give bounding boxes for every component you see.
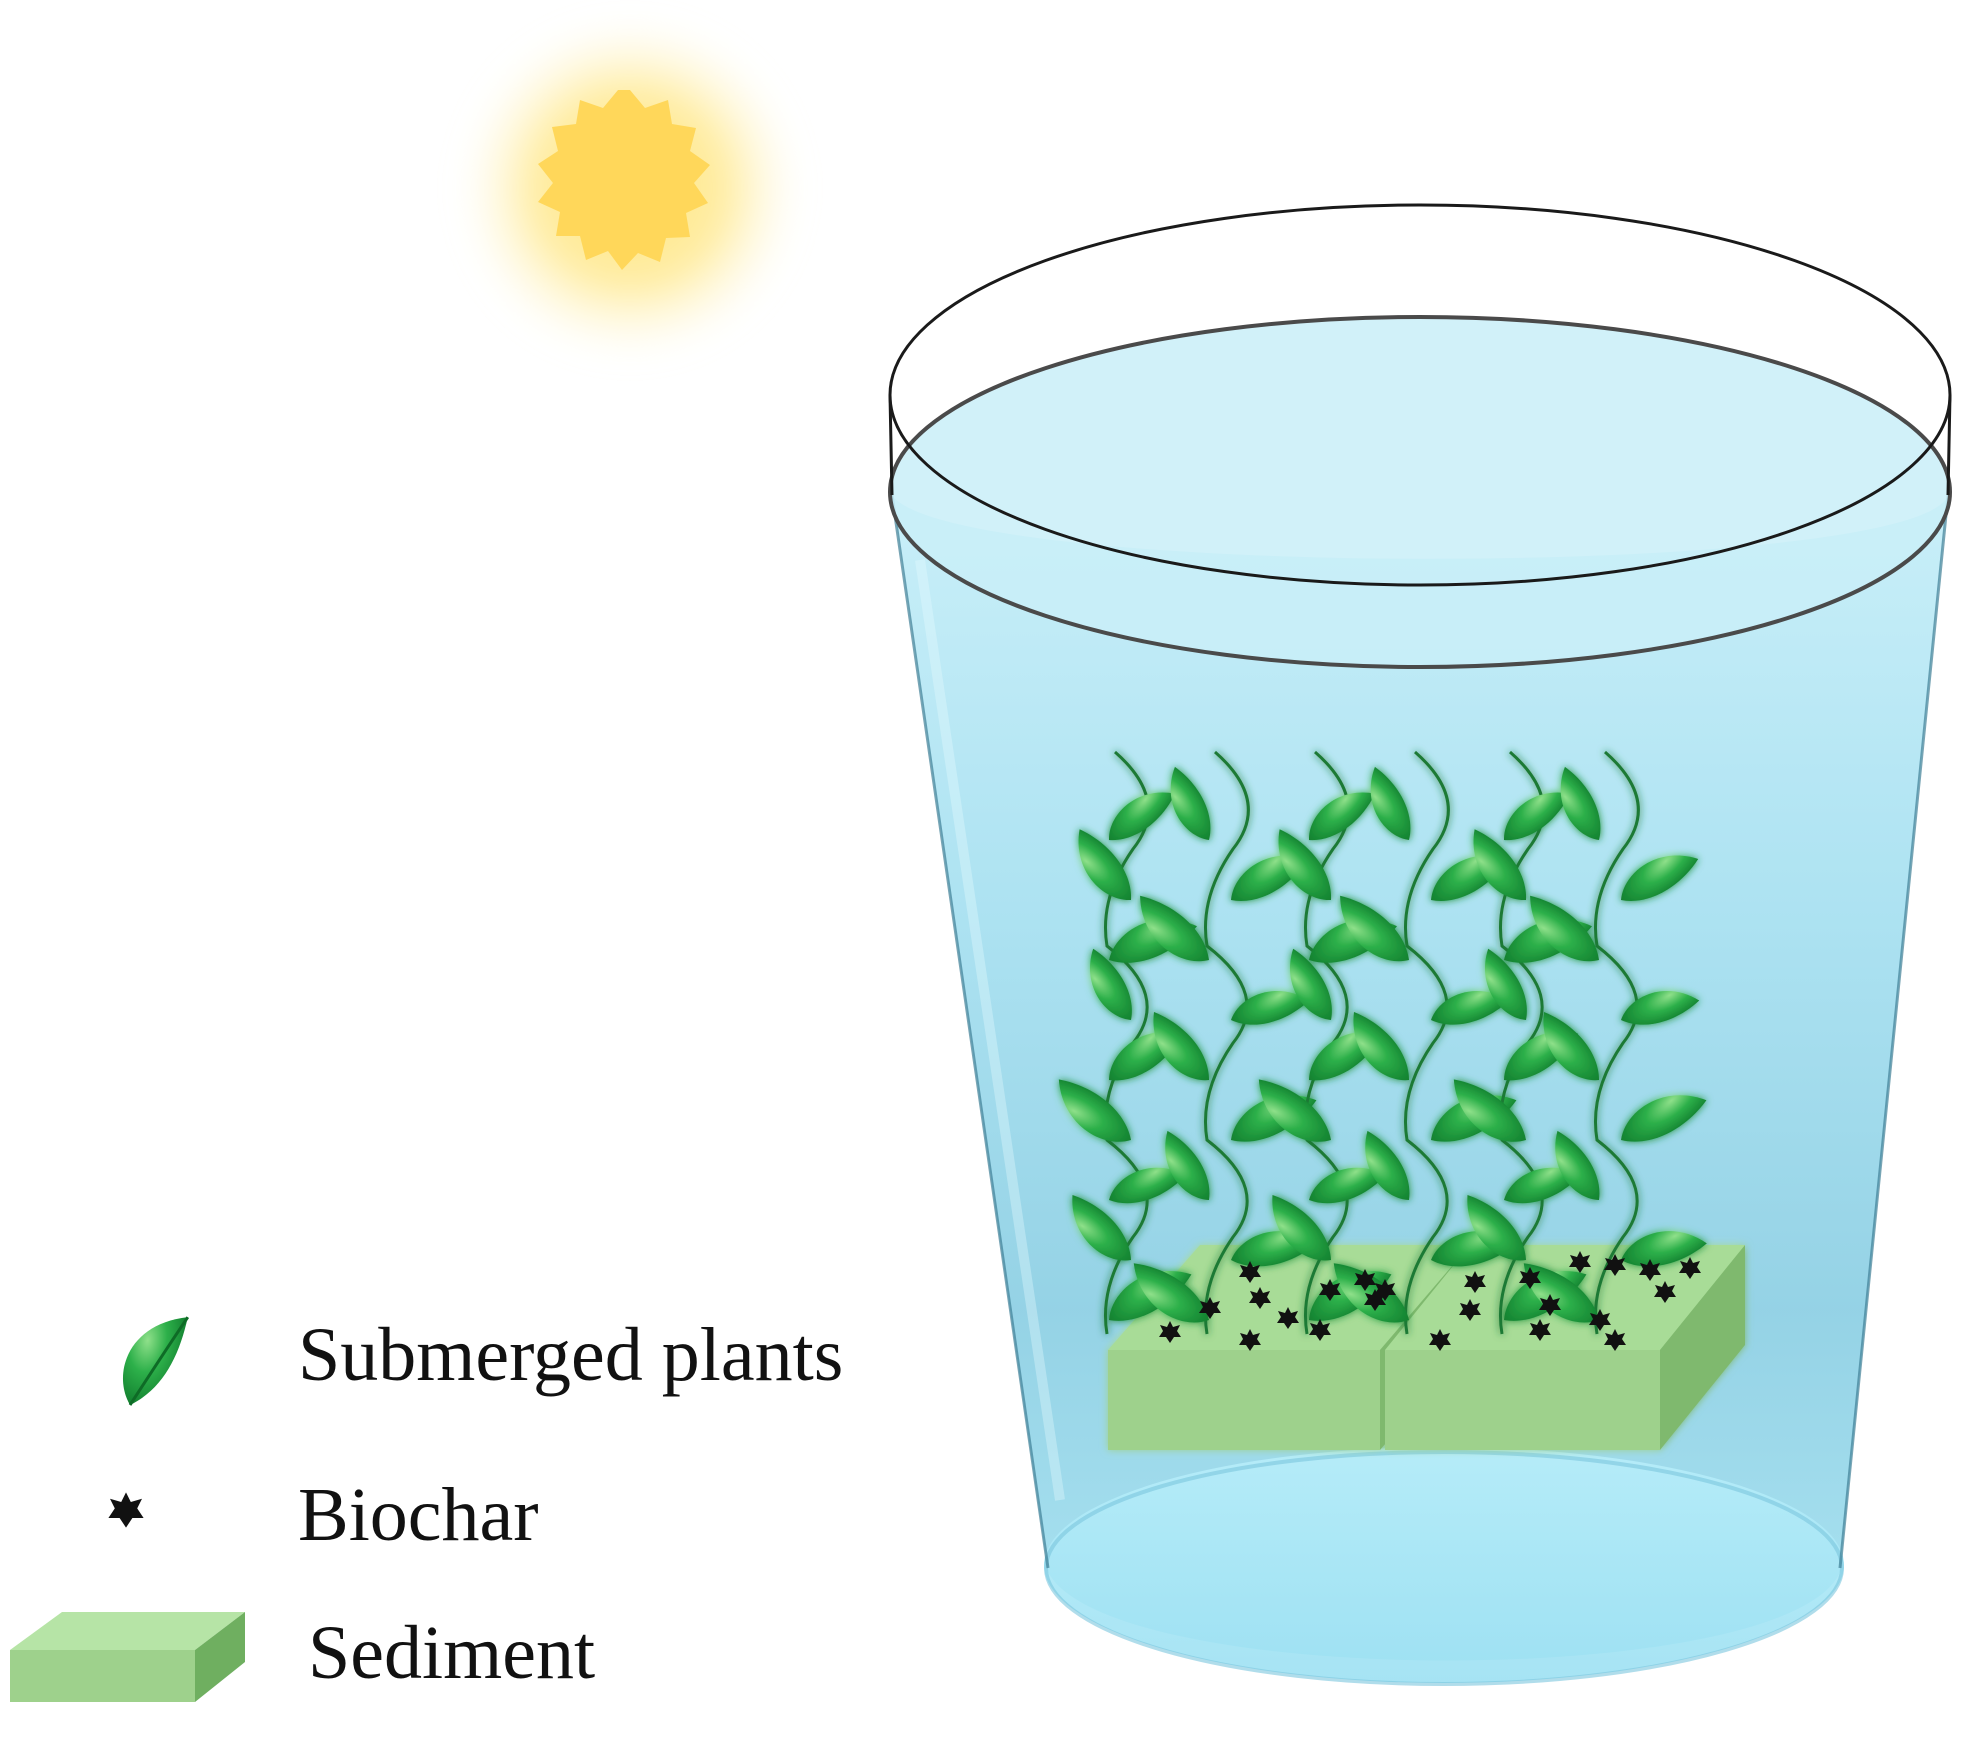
plant-stem xyxy=(1203,750,1250,1335)
legend-label-plant: Submerged plants xyxy=(298,1313,843,1397)
plant-stem-group xyxy=(1438,750,1594,1340)
plant-stem xyxy=(1403,750,1450,1335)
sun-icon xyxy=(460,18,800,358)
leaf-icon xyxy=(123,1316,190,1406)
submerged-plants xyxy=(1043,750,1709,1340)
plant-stem-group xyxy=(1043,750,1199,1340)
legend-label-biochar: Biochar xyxy=(298,1473,539,1557)
legend: Submerged plants Biochar Sediment xyxy=(10,1313,843,1702)
plant-stem-group xyxy=(1120,750,1319,1335)
plant-stem-group xyxy=(1243,750,1399,1340)
legend-item-sediment: Sediment xyxy=(10,1611,595,1702)
legend-item-biochar: Biochar xyxy=(108,1473,539,1557)
plant-stem xyxy=(1593,750,1640,1335)
plant-stem-group xyxy=(1320,750,1519,1335)
plant-stem-group xyxy=(1510,750,1709,1335)
biochar-icon xyxy=(108,1492,144,1528)
sediment-icon xyxy=(10,1612,245,1702)
legend-item-plant: Submerged plants xyxy=(123,1313,843,1406)
beaker xyxy=(888,203,1952,1686)
legend-label-sediment: Sediment xyxy=(308,1611,595,1695)
